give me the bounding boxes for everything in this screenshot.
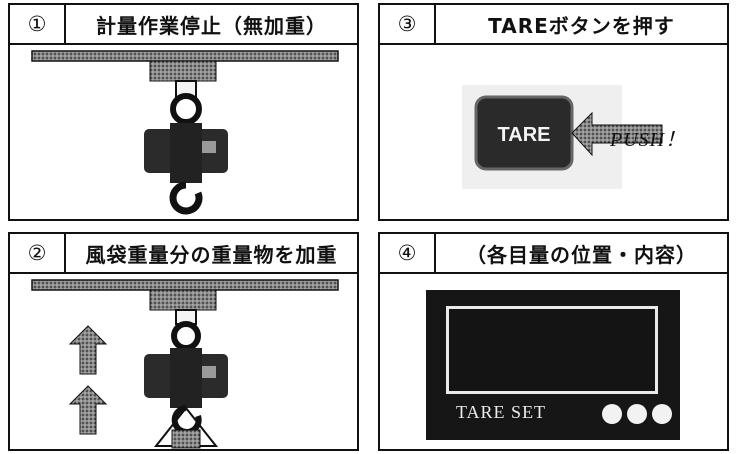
step-4-title: （各目量の位置・内容）: [466, 242, 697, 267]
step-2-title: 風袋重量分の重量物を加重: [85, 242, 338, 267]
step-3-title: TAREボタンを押す: [488, 13, 675, 38]
hanger-bracket: [149, 60, 217, 82]
step-2-panel: ② 風袋重量分の重量物を加重: [8, 232, 359, 451]
step-4-panel: ④ （各目量の位置・内容） TARE SET: [378, 232, 729, 451]
upper-hook-ring: [171, 321, 201, 351]
step-1-header: ① 計量作業停止（無加重）: [10, 5, 357, 45]
step-4-header: ④ （各目量の位置・内容）: [380, 234, 727, 274]
step-3-panel: ③ TAREボタンを押す TARE PUSH！: [378, 3, 729, 221]
indicator-lamp-2: [627, 404, 647, 424]
crane-scale-display: [202, 141, 216, 153]
step-2-number: ②: [10, 234, 66, 272]
up-arrow-icon-2: [68, 385, 108, 435]
ceiling-beam: [31, 279, 339, 291]
step-2-header: ② 風袋重量分の重量物を加重: [10, 234, 357, 274]
tare-weight-block: [171, 429, 201, 449]
tare-button-label: TARE: [498, 124, 551, 146]
display-window: [446, 306, 658, 394]
ceiling-beam: [31, 50, 339, 62]
hanger-bracket: [149, 289, 217, 311]
indicator-lamp-1: [602, 404, 622, 424]
up-arrow-icon-1: [68, 325, 108, 375]
crane-scale-core: [170, 123, 202, 183]
crane-scale-core: [170, 348, 202, 408]
step-3-number: ③: [380, 5, 436, 43]
push-arrow-icon: [571, 111, 663, 157]
upper-hook-ring: [170, 93, 202, 125]
bottom-hook: [169, 181, 203, 215]
scale-display-unit: TARE SET: [426, 290, 680, 440]
step-1-panel: ① 計量作業停止（無加重）: [8, 3, 359, 221]
step-1-title: 計量作業停止（無加重）: [96, 13, 327, 38]
step-1-number: ①: [10, 5, 66, 43]
tare-set-label: TARE SET: [456, 402, 547, 422]
push-label: PUSH！: [610, 129, 687, 151]
step-4-number: ④: [380, 234, 436, 272]
step-3-header: ③ TAREボタンを押す: [380, 5, 727, 45]
indicator-lamp-3: [652, 404, 672, 424]
crane-scale-display: [202, 366, 216, 378]
scale-no-load-illustration: [31, 50, 339, 215]
scale-tare-load-illustration: [31, 279, 339, 449]
tare-button-illustration: TARE: [462, 85, 663, 189]
